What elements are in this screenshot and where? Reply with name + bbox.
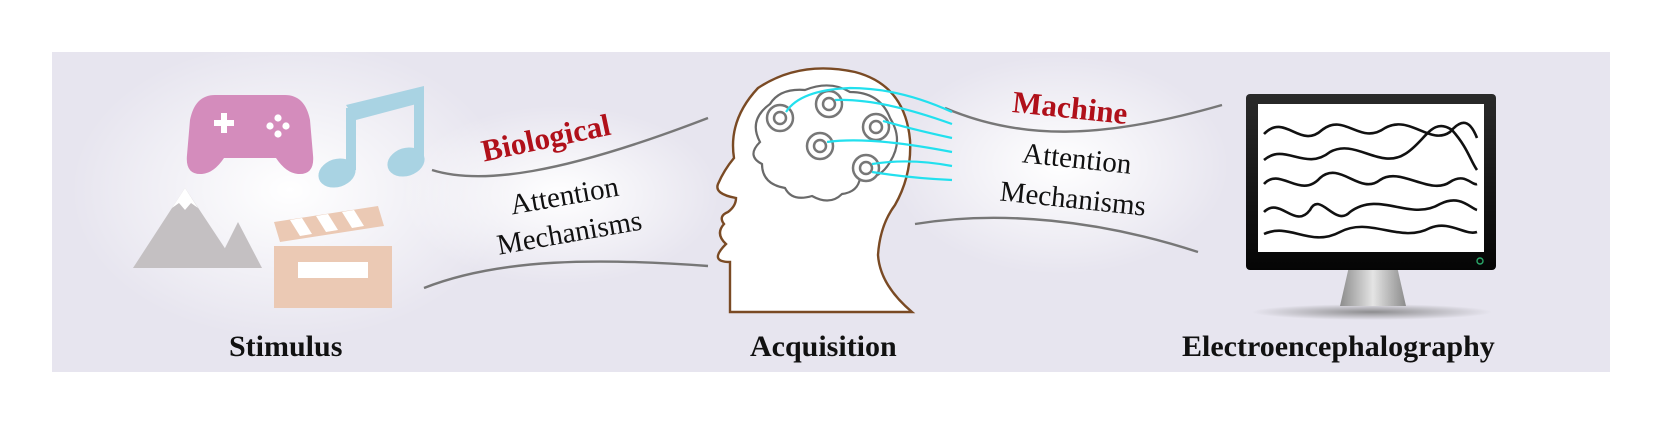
eeg-waves: [1263, 121, 1479, 239]
machine-glow: [890, 55, 1230, 275]
caption-eeg: Electroencephalography: [1182, 330, 1495, 363]
biological-glow: [400, 105, 720, 285]
caption-stimulus: Stimulus: [229, 330, 343, 363]
eeg-wires: [785, 86, 953, 182]
upper-curve-left: [431, 116, 709, 178]
clapperboard-icon: [274, 206, 392, 308]
lower-curve-left: [423, 260, 709, 290]
gamepad-icon: [186, 95, 314, 175]
mountain-icon: [133, 188, 262, 268]
caption-acquisition: Acquisition: [750, 330, 897, 363]
upper-curve-right: [944, 103, 1223, 133]
lower-curve-right: [914, 216, 1199, 254]
music-note-icon: [318, 86, 425, 188]
